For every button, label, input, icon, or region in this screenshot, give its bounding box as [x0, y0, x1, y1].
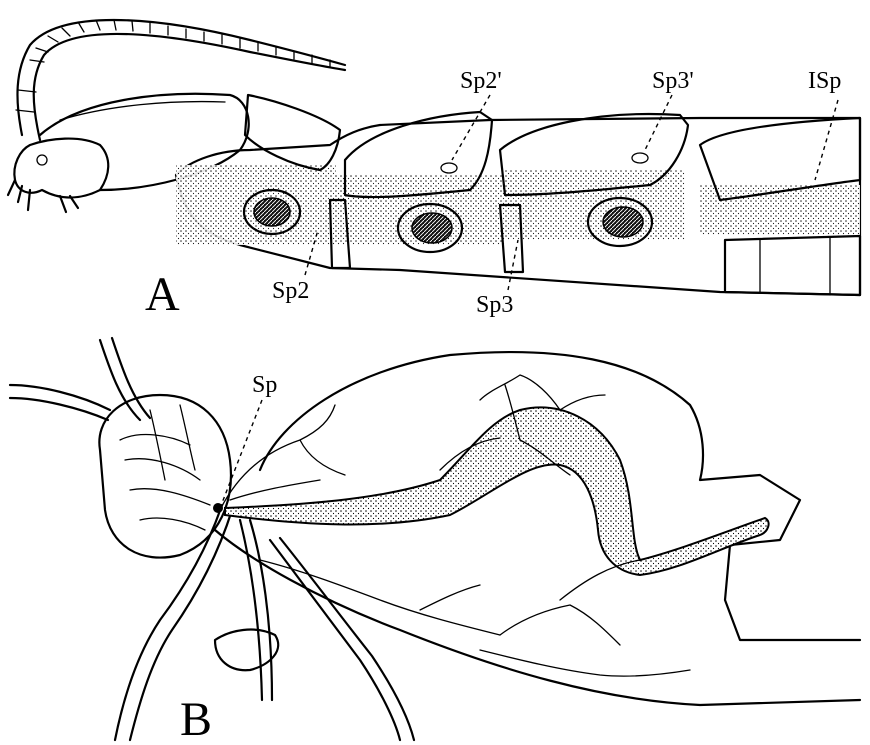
- panel-a-drawing: [8, 20, 860, 295]
- panel-b-label: B: [180, 693, 212, 745]
- label-sp2: Sp2: [272, 278, 309, 304]
- small-spiracle-sp2-prime: [441, 163, 457, 173]
- panel-a-label: A: [145, 268, 180, 321]
- small-spiracle-sp3-prime: [632, 153, 648, 163]
- spiracle-sp: [213, 503, 223, 513]
- label-sp2-prime: Sp2': [460, 68, 502, 94]
- antenna: [16, 20, 345, 140]
- tracheal-tubes: [10, 338, 414, 740]
- label-sp3-prime: Sp3': [652, 68, 694, 94]
- head: [8, 139, 108, 212]
- label-sp3: Sp3: [476, 292, 513, 318]
- panel-b-drawing: [10, 338, 860, 740]
- label-isp: ISp: [808, 68, 841, 94]
- tracheal-sac: [225, 407, 769, 575]
- label-sp: Sp: [252, 372, 277, 398]
